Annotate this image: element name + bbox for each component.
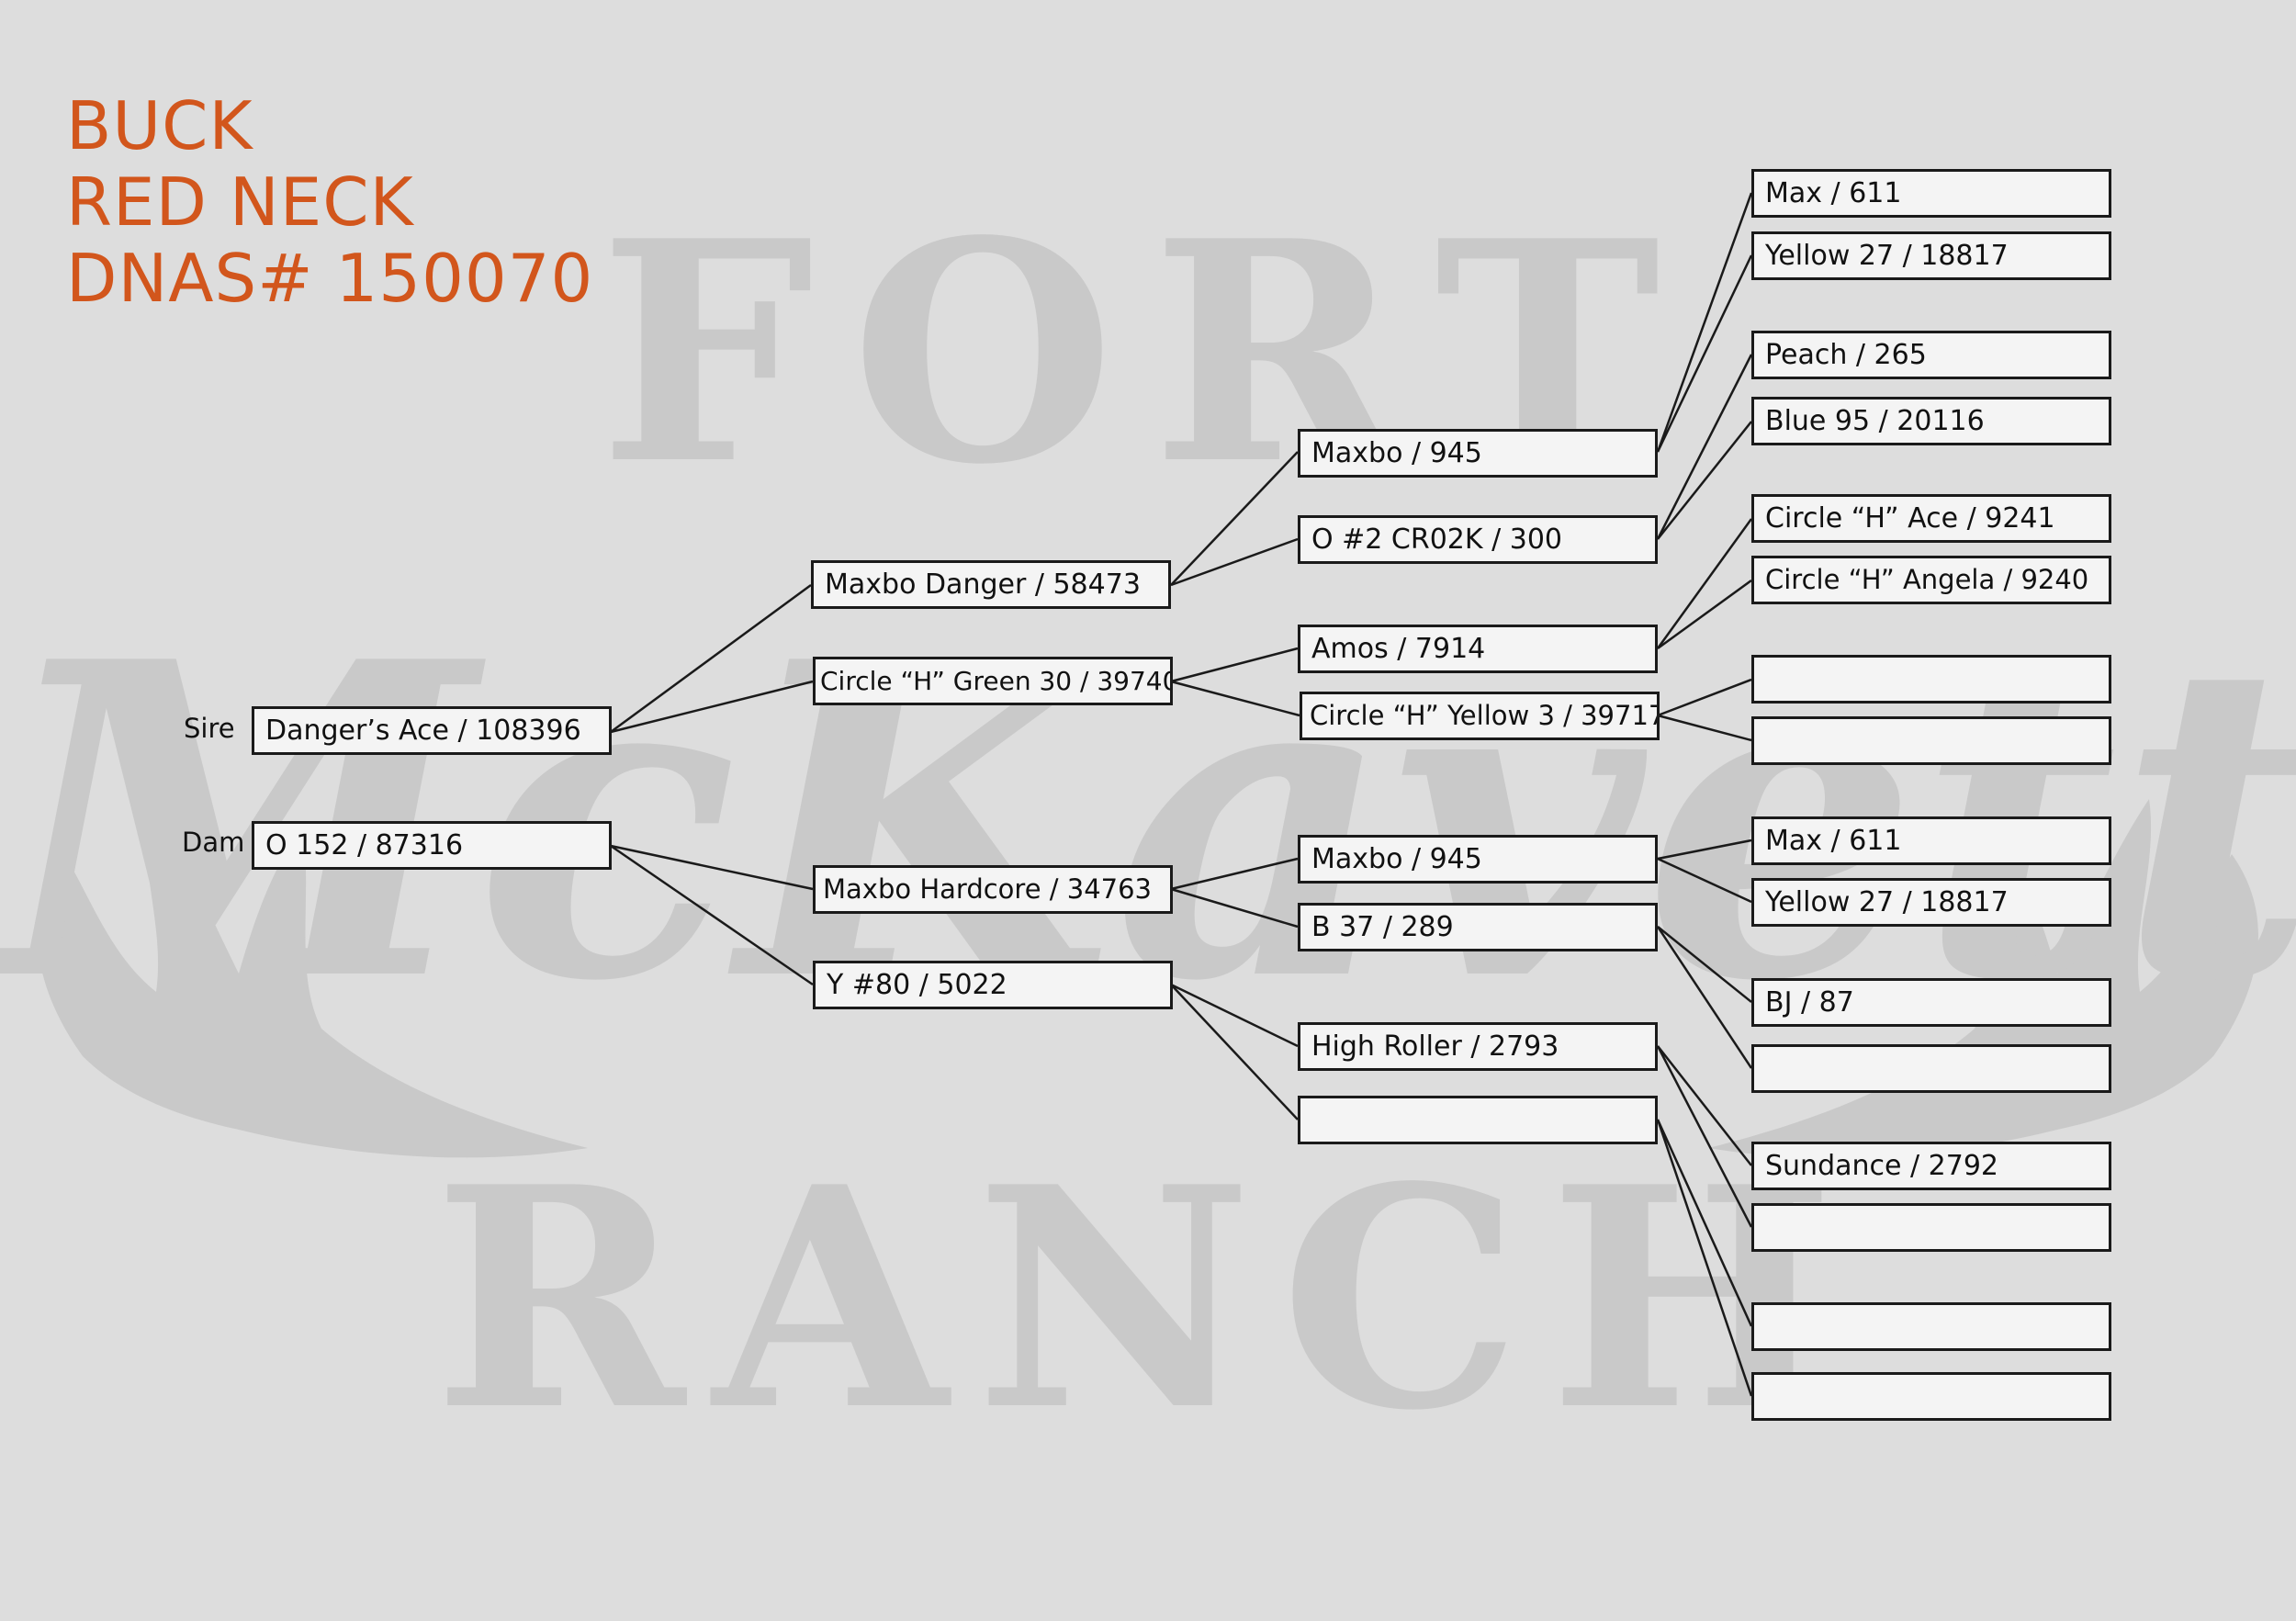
title-name: RED NECK — [66, 163, 414, 241]
connector — [1657, 839, 1752, 861]
gen3-box: O #2 CR02K / 300 — [1298, 515, 1658, 564]
connector — [1656, 254, 1753, 453]
page-title: BUCK RED NECK DNAS# 150070 — [66, 88, 593, 317]
gen4-box: BJ / 87 — [1751, 978, 2111, 1027]
title-dnas: DNAS# 150070 — [66, 240, 594, 317]
connector — [1656, 1119, 1753, 1327]
antler-left-icon — [38, 799, 588, 1158]
connector — [1657, 1045, 1752, 1166]
dam-box: O 152 / 87316 — [252, 821, 612, 870]
gen4-box: Circle “H” Ace / 9241 — [1751, 494, 2111, 543]
connector — [1656, 1045, 1753, 1228]
connector — [1656, 192, 1753, 453]
connector — [1656, 518, 1753, 649]
gen4-box: Yellow 27 / 18817 — [1751, 231, 2111, 280]
connector — [1657, 421, 1752, 540]
connector — [1657, 579, 1752, 650]
title-buck: BUCK — [66, 87, 253, 164]
connector — [1170, 647, 1299, 683]
connector — [610, 680, 814, 734]
connector — [610, 844, 814, 986]
gen2-box: Y #80 / 5022 — [813, 961, 1173, 1009]
connector — [1656, 1119, 1753, 1397]
antler-right-icon — [1708, 799, 2258, 1158]
gen2-box: Maxbo Danger / 58473 — [811, 560, 1171, 609]
gen3-box: B 37 / 289 — [1298, 903, 1658, 951]
watermark-ranch: RANCH — [433, 1120, 1863, 1477]
dam-label: Dam — [182, 827, 245, 858]
sire-label: Sire — [184, 713, 235, 744]
connector — [610, 844, 814, 891]
gen4-box-empty — [1751, 1302, 2111, 1351]
connector — [1657, 857, 1752, 904]
connector — [1170, 857, 1299, 891]
gen2-box: Circle “H” Green 30 / 39740 — [813, 657, 1173, 705]
gen2-box: Maxbo Hardcore / 34763 — [813, 865, 1173, 914]
gen3-box: Maxbo / 945 — [1298, 835, 1658, 884]
gen4-box: Blue 95 / 20116 — [1751, 397, 2111, 445]
gen4-box-empty — [1751, 655, 2111, 704]
connector — [1657, 926, 1752, 1003]
connector — [1657, 714, 1752, 742]
gen4-box: Max / 611 — [1751, 169, 2111, 218]
connector — [1170, 537, 1299, 587]
gen4-box-empty — [1751, 716, 2111, 765]
connector — [1657, 678, 1752, 717]
gen4-box-empty — [1751, 1372, 2111, 1421]
gen4-box: Circle “H” Angela / 9240 — [1751, 556, 2111, 604]
gen4-box: Yellow 27 / 18817 — [1751, 878, 2111, 927]
gen3-box-empty — [1298, 1096, 1658, 1144]
gen3-box: Amos / 7914 — [1298, 625, 1658, 673]
connector — [1656, 926, 1753, 1069]
gen3-box: High Roller / 2793 — [1298, 1022, 1658, 1071]
sire-box: Danger’s Ace / 108396 — [252, 706, 612, 755]
gen4-box: Max / 611 — [1751, 816, 2111, 865]
gen3-box: Circle “H” Yellow 3 / 39717 — [1300, 692, 1660, 740]
gen4-box: Sundance / 2792 — [1751, 1142, 2111, 1190]
connector — [1170, 887, 1299, 929]
connector — [1170, 451, 1299, 586]
connector — [1170, 680, 1300, 717]
connector — [1170, 984, 1299, 1120]
connector — [1656, 354, 1753, 540]
gen4-box: Peach / 265 — [1751, 331, 2111, 379]
gen3-box: Maxbo / 945 — [1298, 429, 1658, 478]
connector — [610, 583, 812, 734]
gen4-box-empty — [1751, 1044, 2111, 1093]
connector — [1170, 983, 1299, 1048]
gen4-box-empty — [1751, 1203, 2111, 1252]
